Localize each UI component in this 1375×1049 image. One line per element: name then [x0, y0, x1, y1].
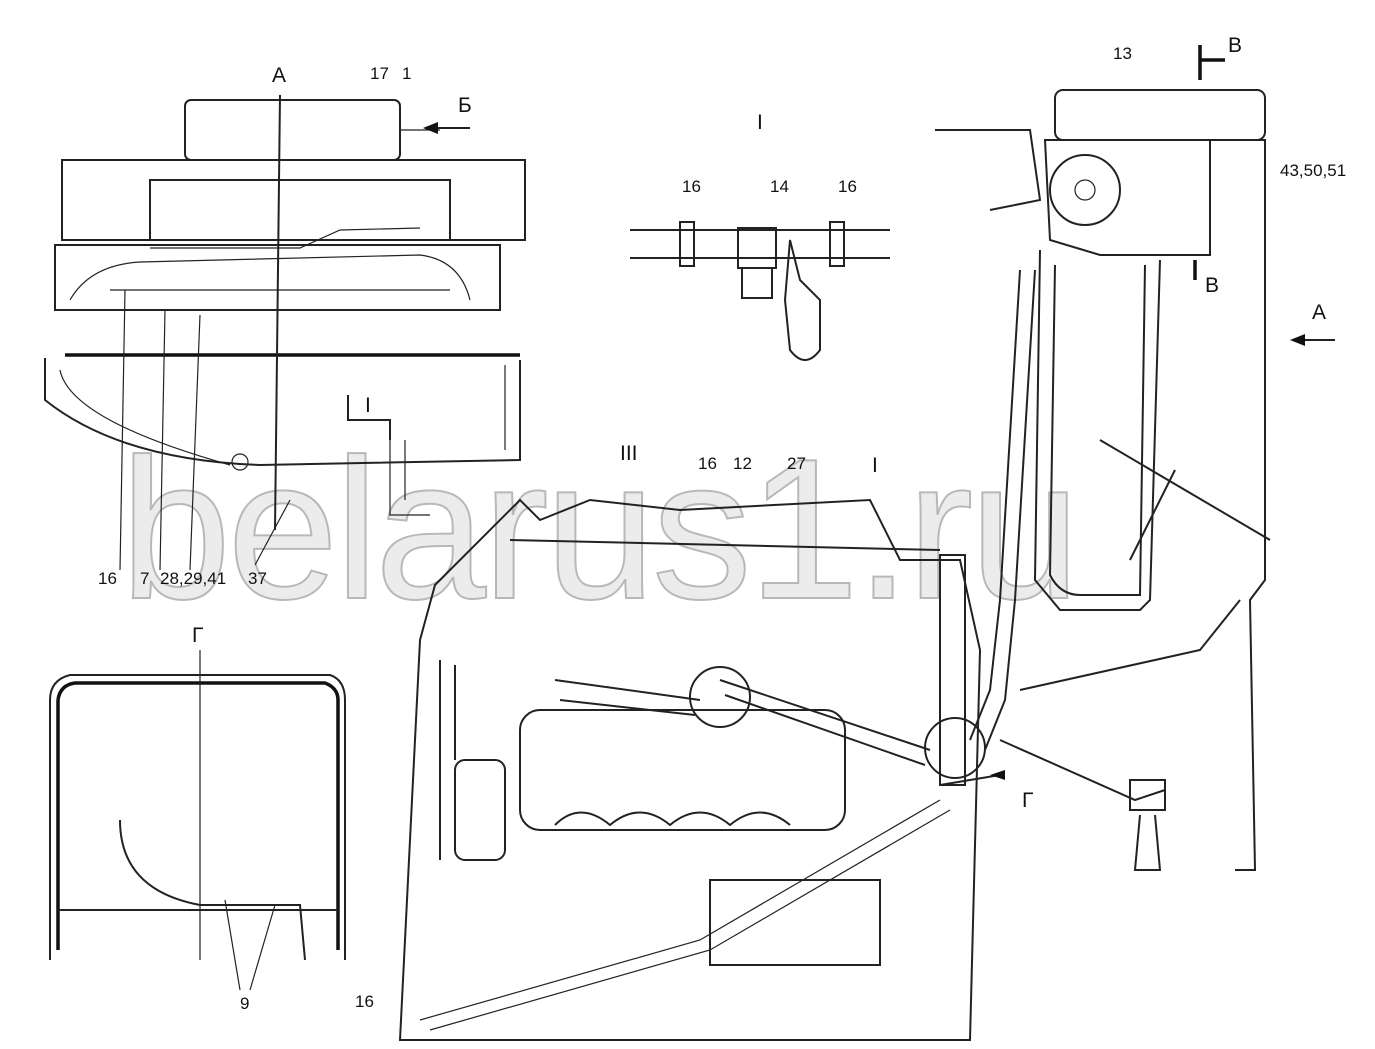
- section-i-label: I: [365, 394, 371, 417]
- arrow-b-label: Б: [458, 94, 472, 117]
- section-v-top: В: [1228, 34, 1243, 57]
- detail-iii-label: III: [620, 442, 638, 465]
- detail-i-fitting: [630, 221, 890, 361]
- callout-17: 17: [370, 64, 389, 83]
- callout-16-left: 16: [98, 569, 117, 588]
- callout-13: 13: [1113, 44, 1132, 63]
- view-a-heater-assembly: [44, 94, 526, 571]
- view-g-title: Г: [192, 624, 204, 647]
- engine-area: [49, 122, 1005, 1041]
- detail-i-callout-16a: 16: [682, 177, 701, 196]
- callout-43-50-51: 43,50,51: [1280, 161, 1347, 180]
- arrow-g-label: Г: [1022, 789, 1034, 812]
- arrow-a-label: А: [1312, 301, 1327, 324]
- detail-i-title: I: [757, 111, 763, 134]
- callout-16-engine: 16: [698, 454, 717, 473]
- callout-9: 9: [240, 994, 250, 1013]
- callout-16-bottom: 16: [355, 992, 374, 1011]
- side-view-cab: [935, 45, 1335, 871]
- callout-28-29-41: 28,29,41: [160, 569, 227, 588]
- callout-27: 27: [787, 454, 806, 473]
- callout-1: 1: [402, 64, 412, 83]
- callout-12: 12: [733, 454, 752, 473]
- detail-i-callout-14: 14: [770, 177, 789, 196]
- detail-i-engine-label: I: [872, 454, 878, 477]
- callout-7: 7: [140, 569, 150, 588]
- callout-37: 37: [248, 569, 267, 588]
- watermark: belarus1.ru: [119, 418, 1082, 641]
- view-a-title: А: [272, 64, 287, 87]
- detail-i-callout-16b: 16: [838, 177, 857, 196]
- section-v-bottom: В: [1205, 274, 1220, 297]
